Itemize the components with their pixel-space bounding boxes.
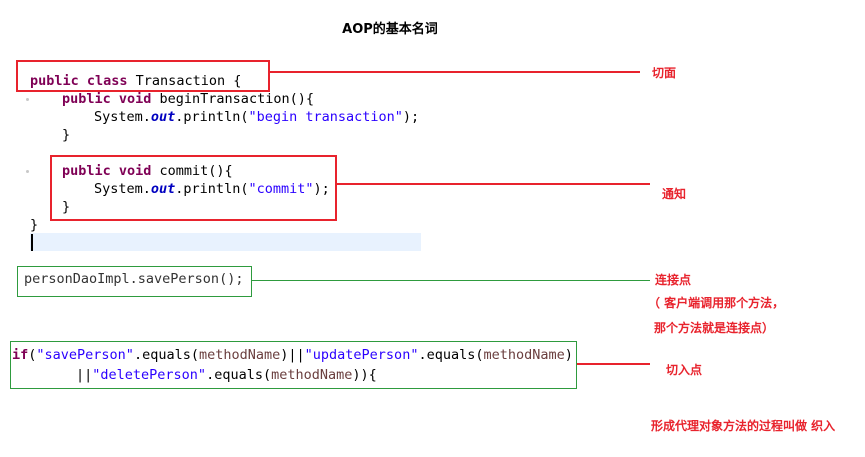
aspect-label: 切面 bbox=[652, 66, 677, 80]
code-line: } bbox=[62, 199, 71, 215]
pointcut-box bbox=[10, 341, 577, 389]
aspect-connector-line bbox=[270, 71, 640, 73]
code-line: public class Transaction { bbox=[30, 73, 242, 89]
joinpoint-note-line2: 那个方法就是连接点） bbox=[654, 321, 775, 335]
advice-label: 通知 bbox=[662, 187, 687, 201]
code-line: public void commit(){ bbox=[62, 163, 233, 179]
joinpoint-connector-line bbox=[252, 280, 650, 281]
pointcut-connector-line bbox=[577, 363, 650, 365]
advice-connector-line bbox=[337, 183, 650, 185]
code-line: System.out.println("commit"); bbox=[94, 181, 330, 197]
pointcut-code-line1: if("savePerson".equals(methodName)||"upd… bbox=[12, 347, 573, 363]
weaving-label: 形成代理对象方法的过程叫做 织入 bbox=[651, 419, 836, 433]
gutter-marker bbox=[26, 98, 29, 101]
joinpoint-box bbox=[17, 266, 252, 297]
current-line-highlight bbox=[30, 233, 421, 251]
gutter-marker bbox=[26, 170, 29, 173]
text-caret bbox=[31, 234, 33, 251]
pointcut-code-line2: ||"deletePerson".equals(methodName)){ bbox=[76, 367, 377, 383]
joinpoint-label: 连接点 bbox=[655, 273, 692, 287]
pointcut-label: 切入点 bbox=[666, 363, 703, 377]
code-line: public void beginTransaction(){ bbox=[62, 91, 314, 107]
advice-box bbox=[50, 155, 337, 221]
code-line: } bbox=[62, 127, 71, 143]
joinpoint-note-line1: （ 客户端调用那个方法， bbox=[648, 296, 785, 310]
aspect-box bbox=[16, 60, 270, 92]
code-line: } bbox=[30, 217, 39, 233]
code-line: System.out.println("begin transaction"); bbox=[94, 109, 420, 125]
joinpoint-code: personDaoImpl.savePerson(); bbox=[24, 271, 244, 287]
page-title: AOP的基本名词 bbox=[342, 22, 438, 37]
